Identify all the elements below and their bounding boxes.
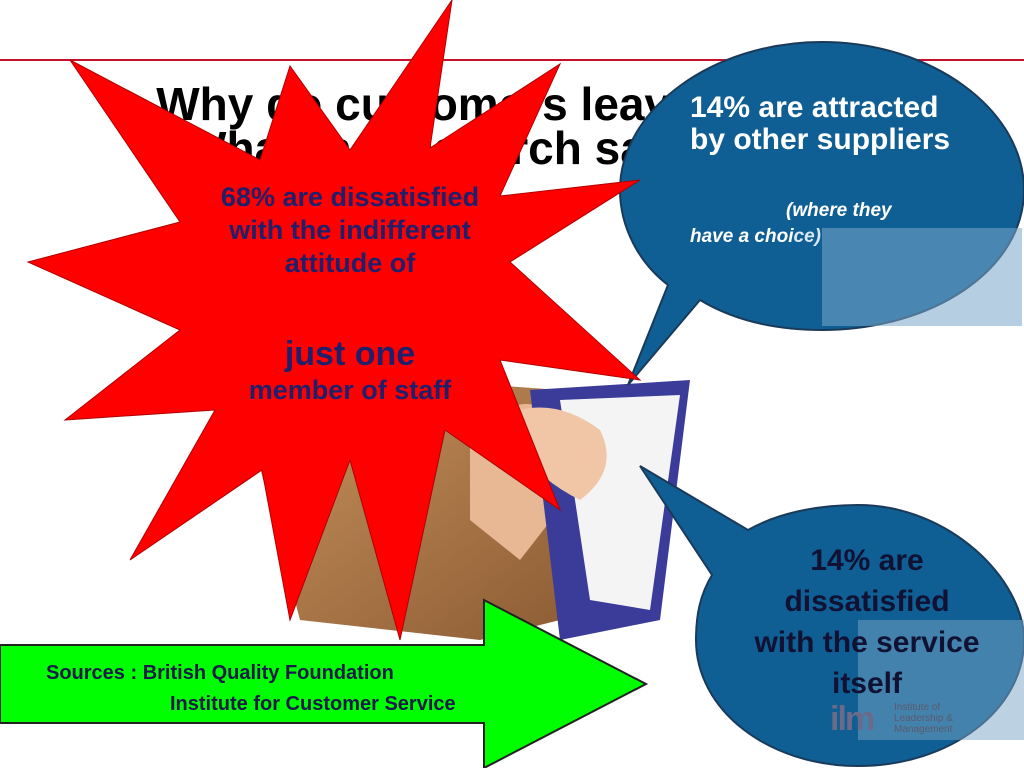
sources-first: British Quality Foundation	[142, 662, 394, 684]
bubble-bottom-highlight	[858, 620, 1024, 740]
ilm-logo: ilm Institute of Leadership & Management	[830, 700, 970, 740]
burst-text-end: member of staff	[248, 375, 452, 405]
bubble-bottom-text: 14% are dissatisfied with the service it…	[754, 544, 980, 700]
bubble-top-note-part1: (where they	[786, 200, 892, 221]
burst-text-emphasis: just one	[284, 335, 416, 373]
bubble-top-note-part2: have a choi	[690, 226, 794, 247]
speech-bubble-bottom	[639, 465, 1024, 768]
ilm-logo-line1: Institute of	[894, 702, 941, 713]
bubble-top-note: (where they have a choice)	[690, 198, 940, 250]
slide-title-line1: Why do customers leave?	[156, 78, 724, 130]
sources-line2: Institute for Customer Service	[46, 689, 456, 720]
burst-text-main: 68% are dissatisfied with the indifferen…	[220, 182, 480, 278]
bubble-top-note-part3: ce)	[793, 226, 821, 247]
bubble-top-text: 14% are attracted by other suppliers	[690, 91, 951, 156]
top-red-rule	[0, 59, 1024, 61]
sources-line1: Sources : British Quality Foundation	[46, 658, 456, 689]
ilm-logo-line3: Management	[894, 724, 953, 735]
red-starburst	[26, 0, 642, 641]
ilm-logo-text: Institute of Leadership & Management	[894, 702, 953, 735]
sources-second: Institute for Customer Service	[170, 693, 456, 715]
ilm-logo-mark: ilm	[830, 700, 875, 738]
speech-bubble-top	[618, 40, 1024, 386]
bubble-top-highlight	[822, 228, 1022, 326]
green-arrow	[0, 598, 649, 768]
ilm-logo-line2: Leadership &	[894, 713, 953, 724]
sources-text: Sources : British Quality Foundation Ins…	[46, 658, 456, 720]
sources-prefix: Sources :	[46, 662, 143, 684]
